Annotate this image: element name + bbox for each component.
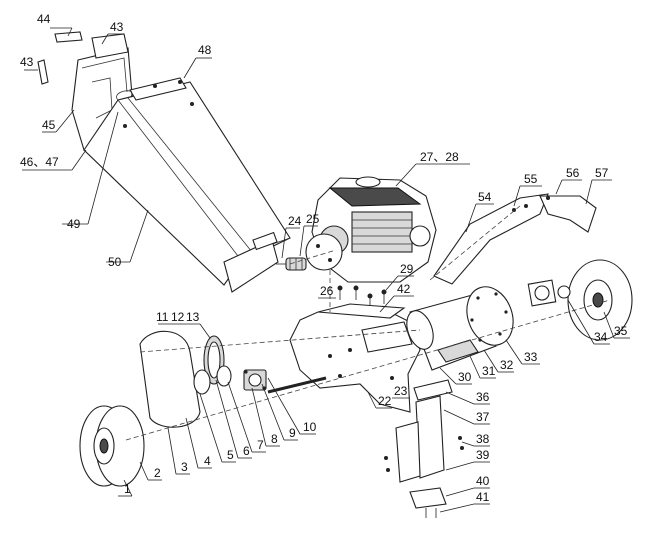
callout-30: 30 bbox=[458, 370, 472, 384]
callout-49: 49 bbox=[67, 217, 81, 231]
callout-43-top: 43 bbox=[110, 20, 124, 34]
fuel-cap bbox=[355, 176, 381, 188]
callout-32: 32 bbox=[500, 358, 514, 372]
foot-part-40 bbox=[409, 487, 447, 509]
belt-guard-part-11 bbox=[139, 330, 201, 428]
callout-4: 4 bbox=[204, 454, 211, 468]
callout-labels: 44 43 43 48 45 46、47 49 50 27、28 55 56 5… bbox=[20, 12, 628, 504]
engine-assembly bbox=[305, 176, 437, 283]
callout-54: 54 bbox=[478, 190, 492, 204]
callout-46-47: 46、47 bbox=[20, 155, 59, 169]
callout-8: 8 bbox=[271, 432, 278, 446]
callout-48: 48 bbox=[198, 43, 212, 57]
callout-34: 34 bbox=[594, 330, 608, 344]
bracket-part-36 bbox=[413, 379, 453, 401]
washer-part-34 bbox=[557, 285, 571, 299]
callout-56: 56 bbox=[566, 166, 580, 180]
leg-plate-part-39 bbox=[395, 421, 421, 483]
callout-41: 41 bbox=[476, 490, 490, 504]
bearing-assembly bbox=[243, 369, 267, 391]
callout-25: 25 bbox=[306, 212, 320, 226]
deflector-part-54 bbox=[433, 193, 549, 285]
leg-part-37 bbox=[415, 395, 445, 479]
callout-23: 23 bbox=[394, 384, 408, 398]
callout-37: 37 bbox=[476, 410, 490, 424]
callout-35: 35 bbox=[614, 324, 628, 338]
callout-36: 36 bbox=[476, 390, 490, 404]
callout-3: 3 bbox=[181, 460, 188, 474]
main-frame bbox=[267, 303, 421, 413]
bracket-part-43 bbox=[37, 59, 49, 85]
support-stand bbox=[384, 379, 464, 518]
callout-7: 7 bbox=[257, 438, 264, 452]
engine-cylinder bbox=[351, 211, 413, 253]
callout-57: 57 bbox=[595, 166, 609, 180]
callout-44: 44 bbox=[37, 12, 51, 26]
assembly-axes bbox=[125, 205, 611, 441]
callout-2: 2 bbox=[154, 466, 161, 480]
callout-22: 22 bbox=[378, 394, 392, 408]
rotor-drum bbox=[406, 286, 514, 371]
callout-10: 10 bbox=[303, 420, 317, 434]
callout-12: 12 bbox=[171, 310, 185, 324]
callout-55: 55 bbox=[524, 172, 538, 186]
callout-11: 11 bbox=[156, 310, 169, 324]
hopper-assembly bbox=[37, 31, 291, 293]
frame-cover bbox=[361, 321, 413, 353]
callout-45: 45 bbox=[42, 118, 56, 132]
callout-43-left: 43 bbox=[20, 55, 34, 69]
callout-26: 26 bbox=[320, 284, 334, 298]
callout-33: 33 bbox=[524, 350, 538, 364]
top-plate-part-44 bbox=[54, 31, 83, 43]
callout-27-28: 27、28 bbox=[420, 150, 459, 164]
left-wheel-assembly bbox=[79, 405, 145, 487]
hood-top-panel bbox=[91, 33, 129, 59]
callout-1: 1 bbox=[124, 482, 131, 496]
callout-50: 50 bbox=[108, 255, 122, 269]
engine-flange-plate bbox=[305, 233, 343, 271]
callout-31: 31 bbox=[482, 364, 496, 378]
rim-part-48 bbox=[129, 77, 187, 101]
top-plate-part-42 bbox=[317, 303, 406, 319]
belt-drive bbox=[139, 330, 232, 428]
callout-42: 42 bbox=[397, 282, 411, 296]
callout-29: 29 bbox=[400, 262, 414, 276]
callout-5: 5 bbox=[227, 448, 234, 462]
right-wheel-assembly bbox=[527, 259, 633, 341]
callout-38: 38 bbox=[476, 432, 490, 446]
fuel-tank bbox=[328, 187, 422, 207]
callout-9: 9 bbox=[289, 426, 296, 440]
callout-leaders bbox=[22, 27, 630, 513]
callout-40: 40 bbox=[476, 474, 490, 488]
pulley-part-13 bbox=[193, 369, 211, 395]
callout-13: 13 bbox=[186, 310, 200, 324]
callout-6: 6 bbox=[243, 444, 250, 458]
deflector-lip-part-57 bbox=[539, 195, 597, 233]
air-filter bbox=[409, 225, 431, 247]
callout-39: 39 bbox=[476, 448, 490, 462]
deflector-assembly bbox=[433, 193, 597, 285]
drum-cover-part-33 bbox=[466, 286, 514, 346]
callout-24: 24 bbox=[288, 214, 302, 228]
